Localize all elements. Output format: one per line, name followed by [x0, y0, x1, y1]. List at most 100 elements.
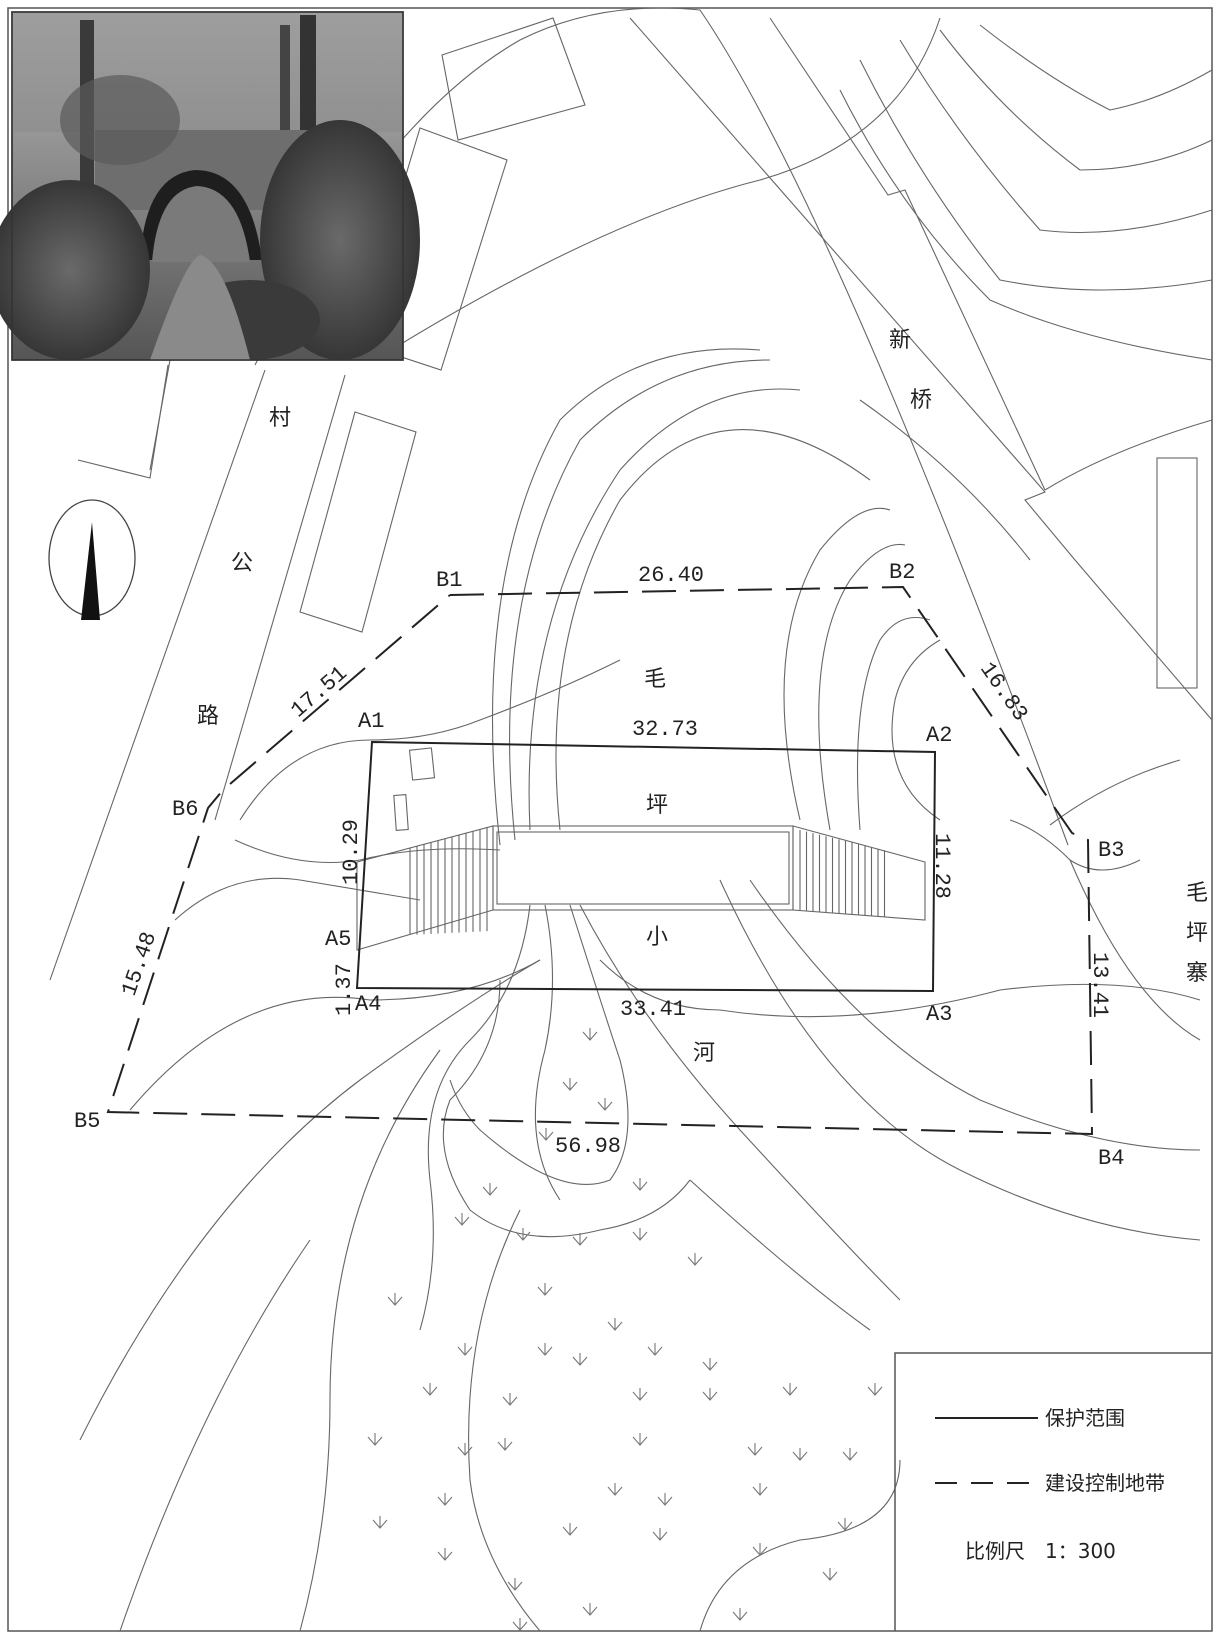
grass-symbol [422, 1383, 438, 1396]
grass-symbol [752, 1483, 768, 1496]
grass-symbol [437, 1548, 453, 1561]
grass-symbol [572, 1233, 588, 1246]
grass-symbol [537, 1343, 553, 1356]
legend: 保护范围 建设控制地带 比例尺 1：300 [894, 1352, 1212, 1631]
road-char-2: 公 [231, 551, 253, 576]
grass-symbol [512, 1618, 528, 1631]
dim-a4-a5: 1.37 [332, 963, 357, 1016]
dim-a1-a2: 32.73 [632, 717, 698, 742]
label-b4: B4 [1098, 1146, 1124, 1171]
dim-a3-a4: 33.41 [620, 997, 686, 1022]
dim-a5-a1: 10.29 [339, 819, 364, 885]
grass-symbol [822, 1568, 838, 1581]
construction-control-boundary [106, 585, 1094, 1136]
legend-scale-value: 1：300 [1045, 1539, 1116, 1563]
dim-b3-b4: 13.41 [1087, 952, 1112, 1018]
north-arrow [48, 499, 136, 620]
grass-symbol [572, 1353, 588, 1366]
grass-symbol [792, 1448, 808, 1461]
bridge-char-1: 新 [889, 328, 911, 353]
dim-b2-b3: 16.83 [974, 658, 1032, 726]
river-char-4: 河 [693, 1041, 715, 1066]
arch-bridge-plan [356, 747, 926, 951]
grass-symbol [515, 1228, 531, 1241]
grass-symbol [632, 1228, 648, 1241]
grass-symbol [507, 1578, 523, 1591]
grass-symbol [867, 1383, 883, 1396]
label-b3: B3 [1098, 838, 1124, 863]
river-char-1: 毛 [644, 667, 666, 692]
protection-range-boundary [355, 740, 937, 993]
dimension-labels: 26.40 16.83 13.41 56.98 15.48 17.51 32.7… [117, 563, 1112, 1159]
label-a5: A5 [325, 927, 351, 952]
grass-symbol [632, 1433, 648, 1446]
place-name-labels: 村 公 路 毛 坪 小 河 新 桥 毛 坪 寨 [197, 328, 1208, 1066]
dim-b4-b5: 56.98 [555, 1134, 621, 1159]
label-b2: B2 [889, 560, 915, 585]
dim-b6-b1: 17.51 [286, 661, 352, 723]
grass-symbol [732, 1608, 748, 1621]
grass-symbol [562, 1078, 578, 1091]
grass-symbol [457, 1443, 473, 1456]
grass-symbol [582, 1028, 598, 1041]
grass-symbol [687, 1253, 703, 1266]
label-b5: B5 [74, 1109, 100, 1134]
road-char-1: 村 [269, 406, 291, 431]
point-labels: B1 B2 B3 B4 B5 B6 A1 A2 A3 A4 A5 [74, 560, 1124, 1171]
dim-a2-a3: 11.28 [929, 833, 954, 899]
grass-symbol [632, 1388, 648, 1401]
village-char-1: 毛 [1186, 881, 1208, 906]
grass-symbol [702, 1388, 718, 1401]
grass-symbol [837, 1518, 853, 1531]
grass-symbol [702, 1358, 718, 1371]
grass-symbol [607, 1318, 623, 1331]
grass-symbol [647, 1343, 663, 1356]
grass-symbol [607, 1483, 623, 1496]
buildings [299, 17, 1198, 689]
grass-symbol [457, 1343, 473, 1356]
label-b6: B6 [172, 797, 198, 822]
bridge-char-2: 桥 [910, 388, 932, 413]
dim-b1-b2: 26.40 [638, 563, 704, 588]
map-border [7, 7, 1213, 1632]
grass-symbol [454, 1213, 470, 1226]
grass-symbol [562, 1523, 578, 1536]
grass-symbol [497, 1438, 513, 1451]
legend-protection-range: 保护范围 [1045, 1406, 1125, 1430]
grass-symbol [747, 1443, 763, 1456]
grass-symbol [367, 1433, 383, 1446]
grass-symbol [652, 1528, 668, 1541]
village-char-3: 寨 [1186, 961, 1208, 986]
river-char-3: 小 [646, 925, 668, 950]
road-char-3: 路 [197, 704, 219, 729]
grass-symbol [387, 1293, 403, 1306]
legend-construction-zone: 建设控制地带 [1045, 1471, 1165, 1495]
grass-symbol [537, 1283, 553, 1296]
label-b1: B1 [436, 568, 462, 593]
grass-symbol [842, 1448, 858, 1461]
grass-symbol [437, 1493, 453, 1506]
label-a1: A1 [358, 709, 384, 734]
label-a4: A4 [355, 992, 381, 1017]
grass-symbol [752, 1543, 768, 1556]
grass-symbol [482, 1183, 498, 1196]
grass-symbols [367, 1028, 883, 1631]
village-road [49, 359, 346, 981]
label-a2: A2 [926, 723, 952, 748]
village-char-2: 坪 [1186, 921, 1208, 946]
grass-symbol [782, 1383, 798, 1396]
grass-symbol [632, 1178, 648, 1191]
bridge-photo-inset [0, 11, 420, 361]
terrain-contours [79, 17, 1213, 1632]
label-a3: A3 [926, 1002, 952, 1027]
grass-symbol [582, 1603, 598, 1616]
legend-scale-label: 比例尺 [965, 1539, 1025, 1563]
dim-b5-b6: 15.48 [117, 929, 162, 1000]
river-char-2: 坪 [646, 793, 668, 818]
grass-symbol [372, 1516, 388, 1529]
grass-symbol [538, 1128, 554, 1141]
grass-symbol [502, 1393, 518, 1406]
grass-symbol [657, 1493, 673, 1506]
grass-symbol [597, 1098, 613, 1111]
